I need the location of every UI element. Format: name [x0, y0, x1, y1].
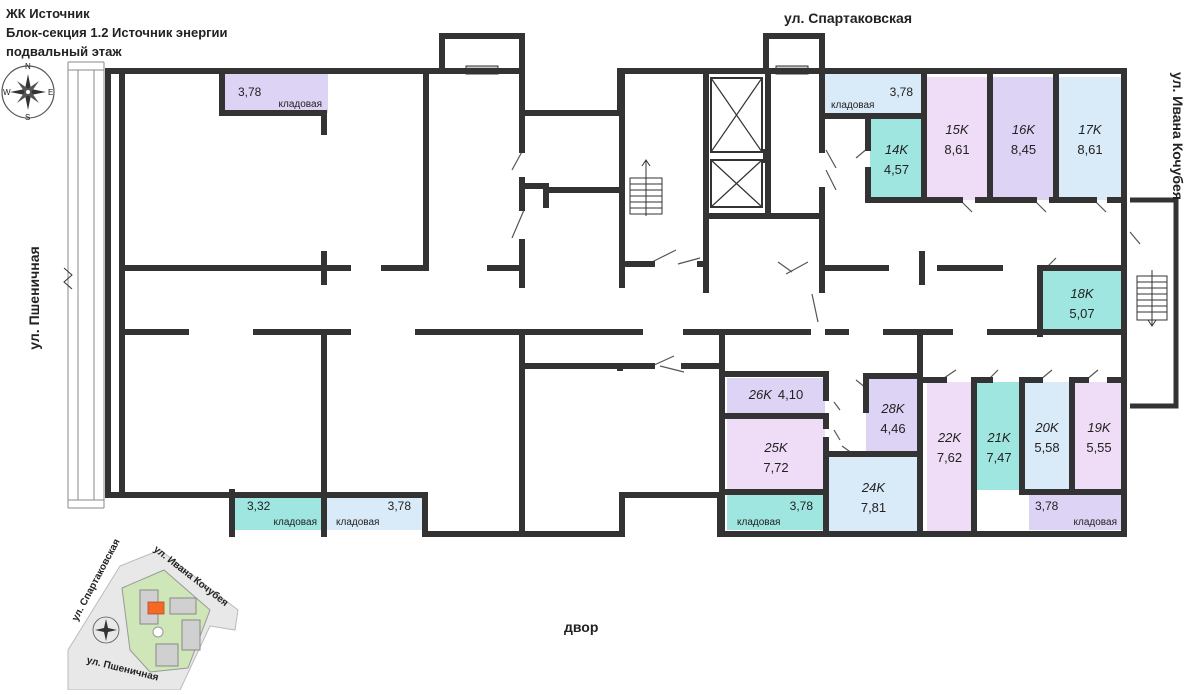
unit-20k-id: 20K: [1035, 420, 1059, 435]
unit-17k-area: 8,61: [1077, 142, 1103, 157]
storage-label: кладовая: [737, 517, 781, 528]
left-wall-column: [63, 61, 105, 509]
unit-24k-id: 24K: [861, 480, 886, 495]
unit-26k-id: 26K: [748, 387, 772, 402]
unit-25k-id: 25K: [764, 440, 788, 455]
unit-24k[interactable]: 24K 7,81: [827, 470, 920, 526]
compass-e: E: [48, 88, 54, 97]
section-title: Блок-секция 1.2 Источник энергии: [6, 25, 228, 40]
unit-25k[interactable]: 25K 7,72: [727, 430, 825, 486]
elevator-shafts: [710, 77, 763, 208]
complex-title: ЖК Источник: [6, 6, 90, 21]
unit-16k-area: 8,45: [1010, 142, 1037, 157]
unit-25k-area: 7,72: [763, 460, 789, 475]
storage-room[interactable]: 3,78 кладовая: [326, 495, 423, 530]
unit-21k-id: 21K: [987, 430, 1011, 445]
unit-26k[interactable]: 26K 4,10: [727, 382, 825, 408]
unit-21k[interactable]: 21K 7,47: [977, 420, 1021, 476]
storage-room[interactable]: 3,78 кладовая: [1029, 495, 1123, 530]
street-ivana-kochubeya: ул. Ивана Кочубея: [1170, 72, 1186, 200]
unit-18k-id: 18K: [1070, 286, 1094, 301]
unit-22k[interactable]: 22K 7,62: [927, 420, 972, 476]
unit-19k-area: 5,55: [1086, 440, 1112, 455]
storage-label: кладовая: [273, 517, 317, 528]
unit-22k-area: 7,62: [936, 450, 963, 465]
unit-20k[interactable]: 20K 5,58: [1024, 410, 1070, 466]
minimap-compass-icon: [92, 616, 120, 644]
unit-21k-area: 7,47: [986, 450, 1012, 465]
room-fills: [222, 74, 1123, 532]
yard-label: двор: [564, 619, 599, 635]
walls: [105, 68, 1127, 537]
unit-16k[interactable]: 16K 8,45: [993, 110, 1054, 170]
storage-room[interactable]: 3,32 кладовая: [235, 495, 323, 530]
storage-area: 3,32: [247, 499, 271, 513]
unit-17k[interactable]: 17K 8,61: [1059, 110, 1121, 170]
compass-w: W: [3, 88, 11, 97]
unit-28k-area: 4,46: [880, 421, 906, 436]
compass-n: N: [25, 62, 31, 71]
storage-label: кладовая: [831, 100, 875, 111]
stairs-icon: [629, 159, 1168, 327]
storage-area: 3,78: [789, 499, 813, 513]
street-spartakovskaya: ул. Спартаковская: [784, 10, 913, 26]
storage-area: 3,78: [387, 499, 411, 513]
unit-19k[interactable]: 19K 5,55: [1075, 410, 1123, 466]
unit-17k-id: 17K: [1078, 122, 1102, 137]
unit-18k-area: 5,07: [1069, 306, 1095, 321]
unit-14k-area: 4,57: [883, 162, 910, 177]
unit-26k-area: 4,10: [777, 387, 804, 402]
storage-label: кладовая: [1073, 517, 1117, 528]
storage-area: 3,78: [1035, 499, 1059, 513]
unit-14k[interactable]: 14K 4,57: [870, 132, 923, 188]
storage-room[interactable]: 3,78 кладовая: [825, 74, 923, 114]
site-minimap: ул. Спартаковская ул. Ивана Кочубея ул. …: [60, 537, 250, 691]
floor-title: подвальный этаж: [6, 44, 122, 59]
unit-24k-area: 7,81: [860, 500, 887, 515]
unit-20k-area: 5,58: [1034, 440, 1060, 455]
unit-22k-id: 22K: [937, 430, 962, 445]
storage-area: 3,78: [238, 85, 262, 99]
unit-15k-area: 8,61: [944, 142, 970, 157]
compass-s: S: [25, 113, 31, 122]
unit-28k[interactable]: 28K 4,46: [866, 394, 920, 444]
unit-28k-id: 28K: [881, 401, 905, 416]
storage-label: кладовая: [278, 99, 322, 110]
storage-room[interactable]: 3,78 кладовая: [727, 495, 823, 530]
street-pshenichnaya: ул. Пшеничная: [26, 246, 42, 350]
storage-room[interactable]: 3,78 кладовая: [222, 74, 328, 113]
unit-18k[interactable]: 18K 5,07: [1043, 280, 1121, 328]
storage-area: 3,78: [889, 85, 913, 99]
unit-15k-id: 15K: [945, 122, 969, 137]
unit-15k[interactable]: 15K 8,61: [927, 110, 987, 170]
unit-19k-id: 19K: [1087, 420, 1111, 435]
unit-14k-id: 14K: [884, 142, 909, 157]
unit-16k-id: 16K: [1011, 122, 1036, 137]
storage-label: кладовая: [336, 517, 380, 528]
compass-rose-icon: [1, 65, 55, 119]
